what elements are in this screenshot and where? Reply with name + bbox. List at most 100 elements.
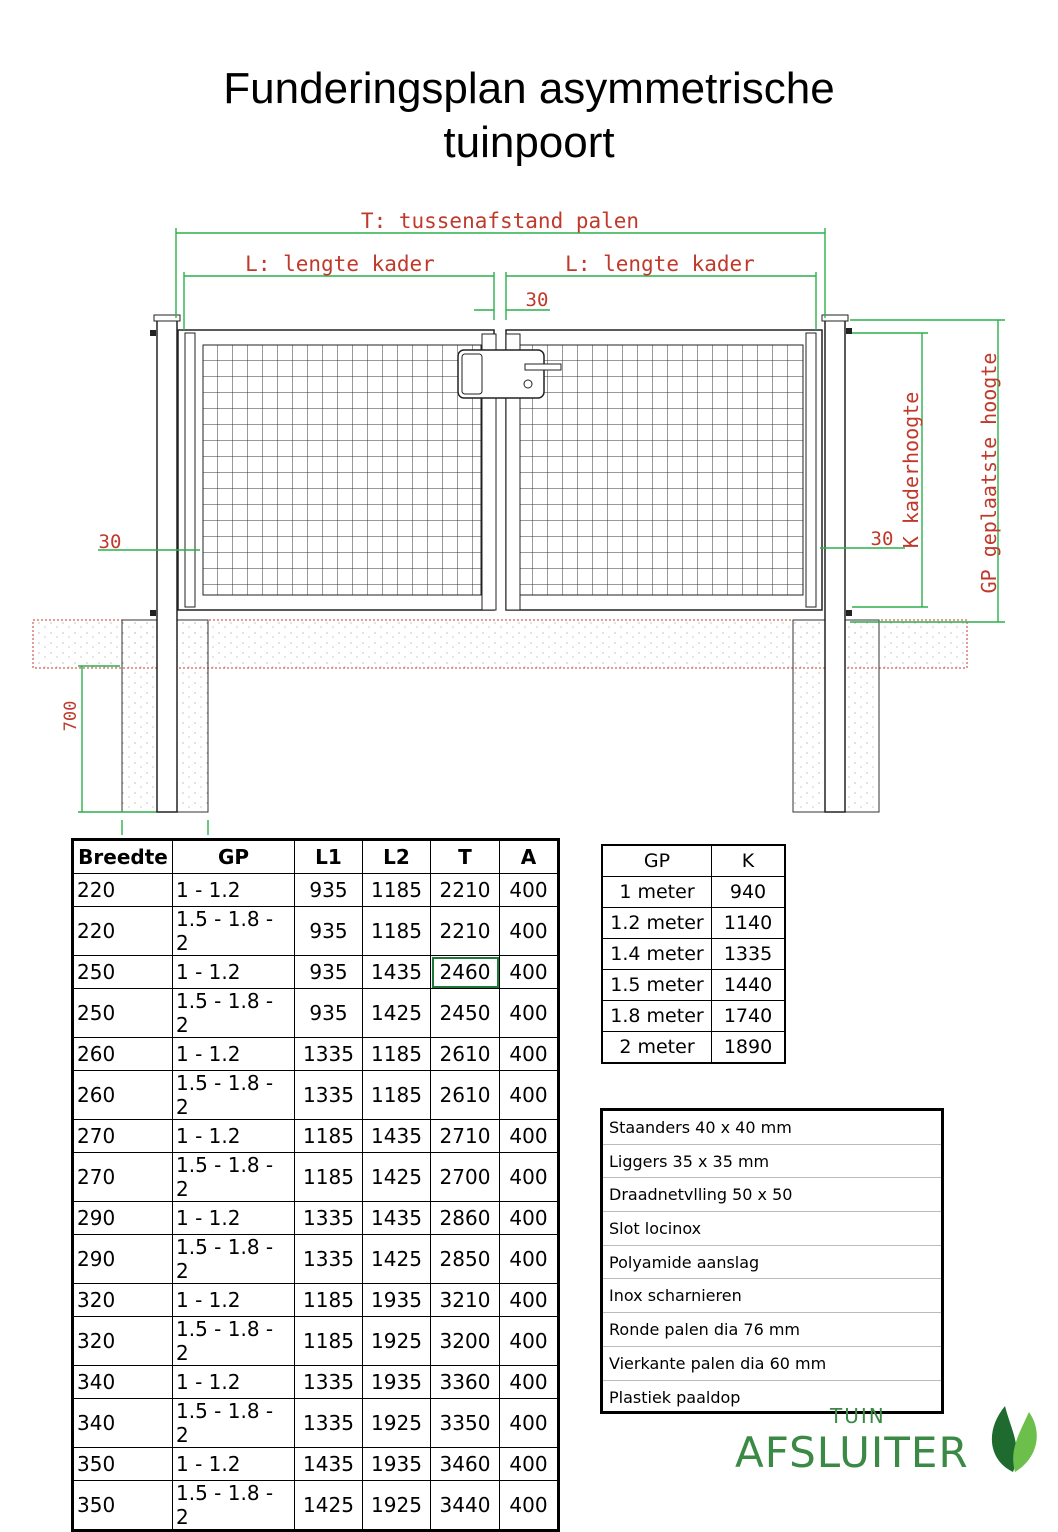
table-cell[interactable]: 1435 xyxy=(362,955,431,989)
table-cell[interactable]: 1925 xyxy=(362,1398,431,1448)
table-cell[interactable]: 1 - 1.2 xyxy=(172,1037,295,1071)
table-cell[interactable]: 1 - 1.2 xyxy=(172,955,295,989)
table-cell[interactable]: 400 xyxy=(499,1480,559,1531)
table-cell[interactable]: 935 xyxy=(294,988,363,1038)
table-cell[interactable]: 1185 xyxy=(362,873,431,907)
table-cell[interactable]: 2700 xyxy=(430,1152,500,1202)
table-cell[interactable]: 935 xyxy=(294,955,363,989)
table-cell[interactable]: 2210 xyxy=(430,906,500,956)
table-cell[interactable]: 1185 xyxy=(294,1283,363,1317)
table-cell[interactable]: 290 xyxy=(72,1234,173,1284)
table-cell[interactable]: 400 xyxy=(499,1152,559,1202)
table-cell[interactable]: 400 xyxy=(499,906,559,956)
table-cell[interactable]: 1185 xyxy=(362,906,431,956)
table-cell[interactable]: 340 xyxy=(72,1398,173,1448)
table-cell[interactable]: 1335 xyxy=(294,1365,363,1399)
table-cell[interactable]: 1425 xyxy=(294,1480,363,1531)
table-cell[interactable]: 2610 xyxy=(430,1070,500,1120)
table-cell[interactable]: 1 - 1.2 xyxy=(172,1201,295,1235)
table-cell[interactable]: 3460 xyxy=(430,1447,500,1481)
table-cell[interactable]: 3200 xyxy=(430,1316,500,1366)
table-cell[interactable]: 1425 xyxy=(362,1152,431,1202)
table-cell[interactable]: 260 xyxy=(72,1037,173,1071)
table-cell[interactable]: 1 - 1.2 xyxy=(172,873,295,907)
table-cell[interactable]: 350 xyxy=(72,1480,173,1531)
table-cell[interactable]: 320 xyxy=(72,1283,173,1317)
table-cell[interactable]: 1335 xyxy=(294,1037,363,1071)
table-cell[interactable]: 400 xyxy=(499,1398,559,1448)
dim-foundation-label: 700 xyxy=(61,701,81,732)
table-cell[interactable]: 1.5 - 1.8 - 2 xyxy=(172,1480,295,1531)
table-cell[interactable]: 400 xyxy=(499,1447,559,1481)
table-cell[interactable]: 400 xyxy=(499,1070,559,1120)
table-cell[interactable]: 1335 xyxy=(294,1070,363,1120)
table-cell[interactable]: 1 - 1.2 xyxy=(172,1283,295,1317)
table-cell[interactable]: 340 xyxy=(72,1365,173,1399)
table-cell[interactable]: 270 xyxy=(72,1119,173,1153)
table-cell[interactable]: 250 xyxy=(72,955,173,989)
table-cell[interactable]: 1185 xyxy=(294,1119,363,1153)
table-cell[interactable]: 400 xyxy=(499,1234,559,1284)
table-cell[interactable]: 1.5 - 1.8 - 2 xyxy=(172,1316,295,1366)
table-cell[interactable]: 1185 xyxy=(362,1070,431,1120)
table-cell[interactable]: 1925 xyxy=(362,1480,431,1531)
table-cell[interactable]: 1185 xyxy=(362,1037,431,1071)
table-cell[interactable]: 1 - 1.2 xyxy=(172,1447,295,1481)
table-cell[interactable]: 250 xyxy=(72,988,173,1038)
table-cell[interactable]: 270 xyxy=(72,1152,173,1202)
table-cell[interactable]: 1435 xyxy=(362,1201,431,1235)
table-cell[interactable]: 400 xyxy=(499,988,559,1038)
table-header-row: Breedte GP L1 L2 T A xyxy=(72,839,559,874)
table-cell[interactable]: 1.5 - 1.8 - 2 xyxy=(172,1070,295,1120)
table-cell[interactable]: 2450 xyxy=(430,988,500,1038)
table-cell[interactable]: 400 xyxy=(499,1365,559,1399)
table-cell[interactable]: 1.5 - 1.8 - 2 xyxy=(172,1234,295,1284)
table-cell[interactable]: 220 xyxy=(72,906,173,956)
table-cell[interactable]: 1.5 - 1.8 - 2 xyxy=(172,1398,295,1448)
table-cell[interactable]: 1935 xyxy=(362,1283,431,1317)
table-cell[interactable]: 3210 xyxy=(430,1283,500,1317)
table-cell[interactable]: 1 - 1.2 xyxy=(172,1119,295,1153)
table-cell[interactable]: 935 xyxy=(294,873,363,907)
table-cell[interactable]: 3350 xyxy=(430,1398,500,1448)
table-cell[interactable]: 400 xyxy=(499,955,559,989)
table-cell[interactable]: 1335 xyxy=(294,1234,363,1284)
table-cell[interactable]: 2460 xyxy=(430,955,500,989)
table-cell[interactable]: 2610 xyxy=(430,1037,500,1071)
table-cell[interactable]: 1425 xyxy=(362,1234,431,1284)
table-cell[interactable]: 1335 xyxy=(294,1201,363,1235)
table-cell[interactable]: 1185 xyxy=(294,1316,363,1366)
table-cell[interactable]: 2710 xyxy=(430,1119,500,1153)
table-cell[interactable]: 3440 xyxy=(430,1480,500,1531)
table-cell[interactable]: 2850 xyxy=(430,1234,500,1284)
table-cell[interactable]: 400 xyxy=(499,1201,559,1235)
table-cell[interactable]: 350 xyxy=(72,1447,173,1481)
table-cell[interactable]: 1425 xyxy=(362,988,431,1038)
table-cell[interactable]: 1435 xyxy=(362,1119,431,1153)
table-cell[interactable]: 2860 xyxy=(430,1201,500,1235)
table-cell[interactable]: 400 xyxy=(499,1283,559,1317)
table-cell[interactable]: 400 xyxy=(499,873,559,907)
table-cell[interactable]: 400 xyxy=(499,1119,559,1153)
table-cell[interactable]: 1435 xyxy=(294,1447,363,1481)
table-cell[interactable]: 1.5 - 1.8 - 2 xyxy=(172,988,295,1038)
table-cell[interactable]: 1935 xyxy=(362,1365,431,1399)
table-cell[interactable]: 220 xyxy=(72,873,173,907)
table-cell[interactable]: 400 xyxy=(499,1037,559,1071)
table-cell[interactable]: 1185 xyxy=(294,1152,363,1202)
table-cell[interactable]: 320 xyxy=(72,1316,173,1366)
table-cell[interactable]: 2210 xyxy=(430,873,500,907)
table-cell[interactable]: 1335 xyxy=(294,1398,363,1448)
table-cell[interactable]: 1.5 - 1.8 - 2 xyxy=(172,1152,295,1202)
table-cell[interactable]: 1935 xyxy=(362,1447,431,1481)
table-cell[interactable]: 290 xyxy=(72,1201,173,1235)
table-cell[interactable]: 260 xyxy=(72,1070,173,1120)
table-cell[interactable]: 1.5 - 1.8 - 2 xyxy=(172,906,295,956)
table-cell[interactable]: 3360 xyxy=(430,1365,500,1399)
table-cell[interactable]: 1 - 1.2 xyxy=(172,1365,295,1399)
table-cell[interactable]: 400 xyxy=(499,1316,559,1366)
table-cell[interactable]: 1925 xyxy=(362,1316,431,1366)
table-cell[interactable]: 935 xyxy=(294,906,363,956)
